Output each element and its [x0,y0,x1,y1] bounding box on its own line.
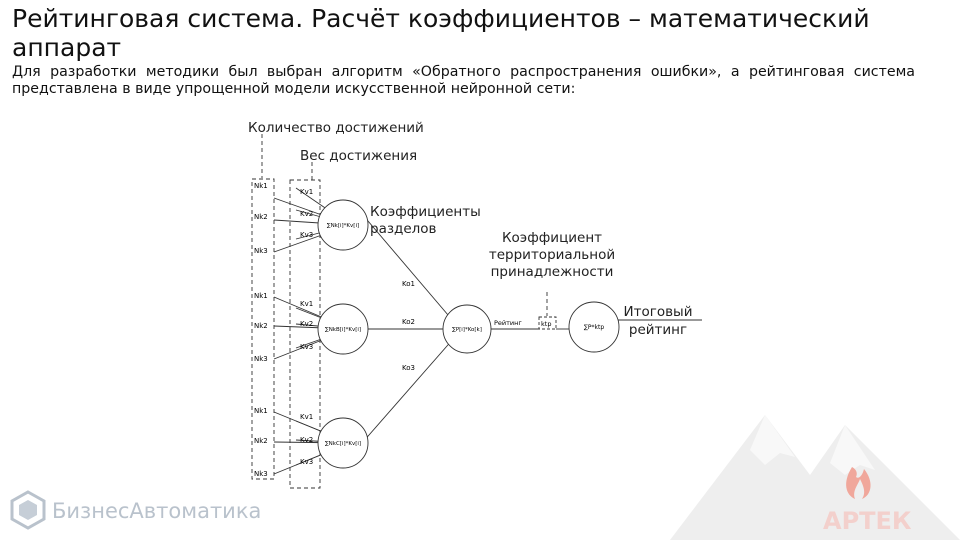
kv-label: Kv1 [300,300,313,308]
kv-label: Kv2 [300,210,313,218]
nk-label: Nk3 [254,355,268,363]
artek-logo: АРТЕК [670,415,960,540]
node-label: ∑NkB[i]*Kv[i] [325,327,361,333]
kv-label: Kv3 [300,343,313,351]
kv-label: Kv2 [300,436,313,444]
rating-label: Рейтинг [494,319,522,327]
kv-label: Kv1 [300,188,313,196]
ko-label: Ko1 [402,280,415,288]
ko-label: Ko3 [402,364,415,372]
nk-label: Nk2 [254,437,268,445]
nk-label: Nk2 [254,322,268,330]
nk-label: Nk1 [254,407,268,415]
final-node-label: ∑P*ktp [584,324,604,331]
kv-label: Kv1 [300,413,313,421]
slide-description: Для разработки методики был выбран алгор… [12,64,915,97]
nk-label: Nk3 [254,247,268,255]
slide-title: Рейтинговая система. Расчёт коэффициенто… [12,4,870,62]
sum-node-label: ∑P[i]*Ko[k] [452,327,482,333]
nk-label: Nk1 [254,182,268,190]
hexagon-logo-icon [10,490,46,530]
label-achievements-count: Количество достижений [248,120,424,136]
nk-label: Nk1 [254,292,268,300]
node-label: ∑NkC[i]*Kv[i] [325,441,361,447]
flame-icon [846,467,871,499]
brand-watermark: БизнесАвтоматика [10,490,261,530]
ktp-label: ktp [541,320,551,328]
kv-label: Kv3 [300,458,313,466]
artek-logo-text: АРТЕК [823,507,912,535]
node-label: ∑Nk[i]*Kv[i] [327,223,359,229]
ko-label: Ko2 [402,318,415,326]
kv-label: Kv3 [300,231,313,239]
label-achievement-weight: Вес достижения [300,148,417,164]
nk-label: Nk2 [254,213,268,221]
kv-label: Kv2 [300,320,313,328]
nk-label: Nk3 [254,470,268,478]
neural-network-diagram: Количество достижений Вес достижения Коэ… [248,120,702,489]
watermark-text: БизнесАвтоматика [52,499,261,523]
